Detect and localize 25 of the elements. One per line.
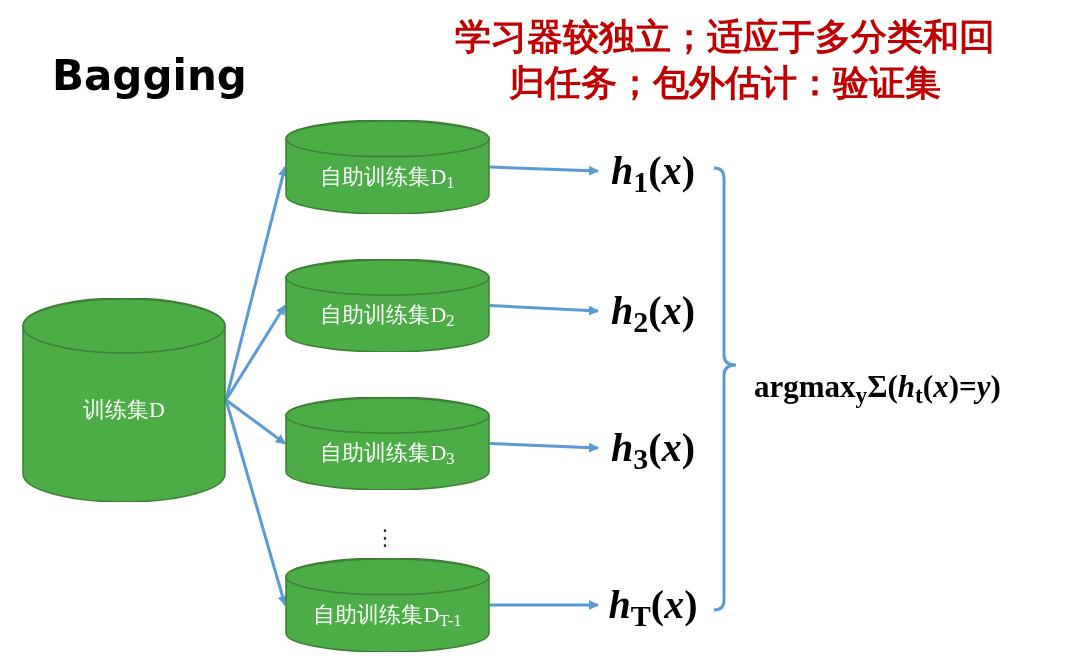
dataset-label: 训练集D (83, 395, 165, 424)
arrow (489, 304, 599, 316)
arrow (489, 442, 599, 453)
dataset-cylinder (285, 259, 490, 352)
dataset-cylinder (285, 397, 490, 490)
arrow (224, 304, 287, 401)
dataset-label: 自助训练集D$_{2}$ (320, 301, 455, 331)
dataset-label: 自助训练集D$_{1}$ (320, 162, 455, 193)
title: Bagging (52, 50, 247, 102)
dataset-cylinder (22, 298, 226, 502)
arrow (224, 399, 288, 606)
arrow (225, 398, 286, 445)
ellipsis: ⋮ (374, 524, 396, 552)
hypothesis-text: h$_{3}$(x) (611, 424, 695, 477)
dataset-label: 自助训练集D$_{3}$ (320, 439, 455, 469)
hypothesis-text: h$_{T}$(x) (608, 581, 698, 634)
dataset-cylinder (285, 120, 490, 214)
hypothesis-text: h$_{2}$(x) (611, 287, 695, 340)
aggregation-formula: argmax$_{y}$Σ(h$_{t}$(x)=y) (754, 368, 1001, 410)
dataset-label: 自助训练集D$_{T-1}$ (313, 600, 462, 631)
hypothesis-text: h$_{1}$(x) (611, 147, 695, 200)
arrow (490, 600, 599, 610)
arrow (489, 165, 599, 176)
dataset-cylinder (285, 558, 490, 652)
note-text: 学习器较独立；适应于多分类和回归任务；包外估计：验证集 (455, 15, 995, 105)
